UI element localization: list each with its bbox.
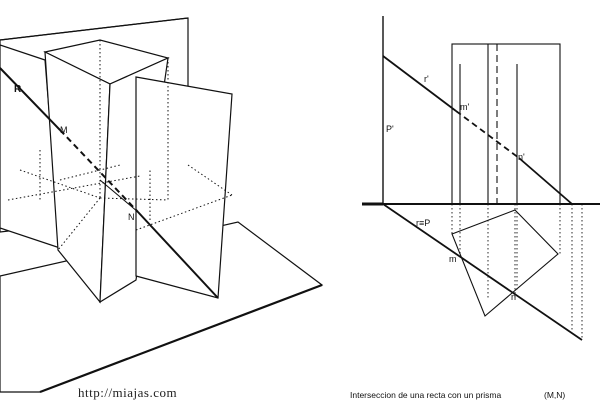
label-n: n (511, 292, 516, 302)
label-r-equals-p: r≡P (416, 218, 430, 228)
horizontal-plane-edge-thick (39, 283, 323, 394)
line-r-visible-a (0, 67, 61, 131)
line-r-prime-a (382, 55, 457, 112)
reference-lines (451, 204, 583, 340)
label-p-prime: P' (386, 124, 394, 134)
line-r-prime-b (518, 157, 573, 205)
label-point-m: M (60, 125, 68, 135)
label-r-prime: r' (424, 74, 429, 84)
line-r-prime-hidden (455, 110, 520, 159)
line-r-hidden (59, 129, 139, 213)
figure-caption: Interseccion de una recta con un prisma (350, 390, 501, 400)
trace-m-n (99, 179, 139, 213)
vertical-plane-top-edge (0, 17, 189, 41)
watermark-url: http://miajas.com (78, 385, 177, 400)
line-r-horizontal (382, 203, 583, 341)
label-line-r: R (14, 84, 22, 95)
label-m: m (449, 254, 457, 264)
orthographic-view (362, 16, 600, 341)
prism-elevation-outline (451, 43, 561, 205)
perspective-view (0, 17, 324, 394)
line-r-visible-b (137, 211, 219, 299)
label-n-prime: n' (518, 152, 525, 162)
label-point-n: N (128, 212, 135, 222)
label-m-prime: m' (460, 102, 469, 112)
hidden-edges (7, 40, 233, 251)
figure-caption-points: (M,N) (544, 390, 565, 400)
prism-plan (451, 209, 559, 317)
